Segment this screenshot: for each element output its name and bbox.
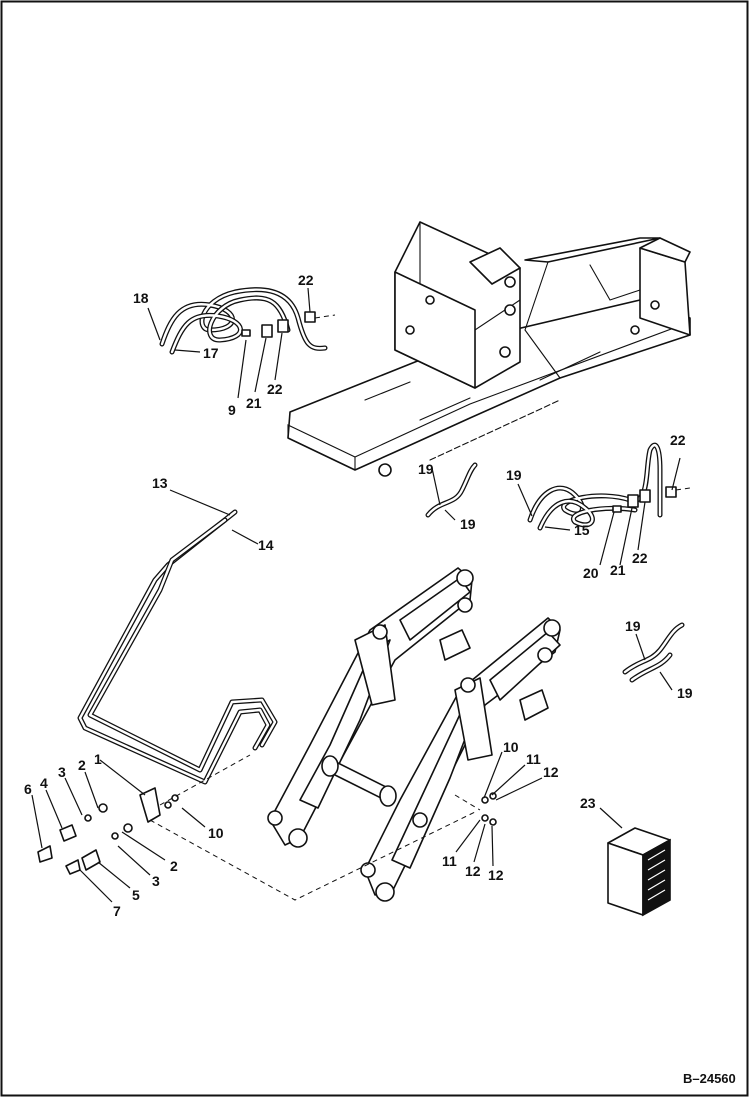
callout-22: 22 [298,272,314,288]
hydraulic-hose-kit [527,442,677,531]
callout-19: 19 [625,618,641,634]
callout-12: 12 [543,764,559,780]
callout-17: 15 [574,522,590,538]
callout-2: 2 [78,757,86,773]
callout-8: 9 [228,402,236,418]
callout-9: 10 [208,825,224,841]
callout-5: 5 [132,887,140,903]
callout-4: 4 [40,775,48,791]
callout-19: 19 [460,516,476,532]
hydraulic-hose-kit [159,287,328,355]
callout-13: 13 [152,475,168,491]
callout-14: 14 [258,537,274,553]
callout-20: 20 [583,565,599,581]
callout-10: 11 [442,853,457,869]
callout-19: 19 [677,685,693,701]
callout-21: 21 [610,562,626,578]
box [607,827,671,917]
callout-labels: 18 17 22 9 21 22 13 14 19 15 20 21 22 22… [24,272,693,919]
loader-lift-arm [267,567,561,902]
drawing-reference-number: B–24560 [683,1071,736,1086]
callout-1: 1 [94,751,102,767]
callout-3: 3 [152,873,160,889]
callout-6: 6 [24,781,32,797]
callout-11: 12 [465,863,481,879]
callout-2: 2 [170,858,178,874]
quick-couplers [37,787,497,875]
callout-18: 19 [506,467,522,483]
callout-22: 22 [670,432,686,448]
leader-lines [31,287,681,903]
callout-22: 22 [632,550,648,566]
callout-21: 21 [246,395,262,411]
hydraulic-tube-assembly [77,509,278,785]
callout-19: 19 [418,461,434,477]
callout-22: 22 [267,381,283,397]
main-frame [287,221,691,477]
callout-15: 17 [203,345,219,361]
callout-12: 12 [488,867,504,883]
callout-23: 23 [580,795,596,811]
hydraulic-hose [425,462,478,518]
callout-11: 11 [526,751,541,767]
assembly-guide-lines [149,314,691,901]
callout-10: 10 [503,739,519,755]
callout-16: 18 [133,290,149,306]
callout-7: 7 [113,903,121,919]
callout-3: 3 [58,764,66,780]
hydraulic-hose [622,622,685,683]
